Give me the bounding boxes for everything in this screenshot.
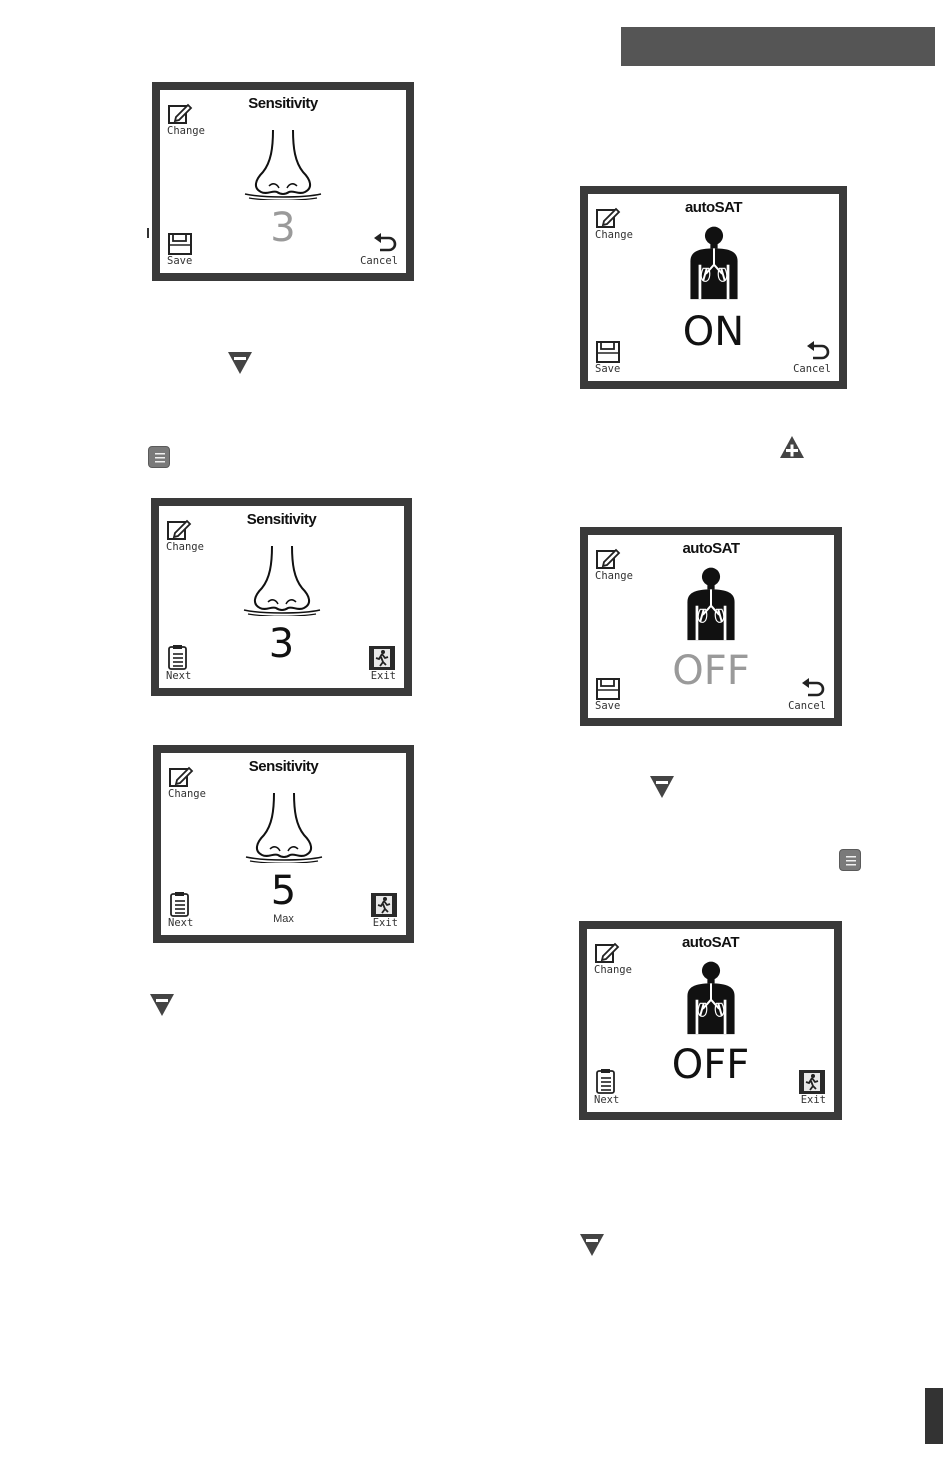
- change-label: Change: [595, 571, 633, 582]
- up-triangle-plus-icon: [778, 434, 806, 462]
- lungs-person-icon: [682, 959, 740, 1035]
- edit-pencil-icon: [594, 941, 620, 965]
- autosat-value: OFF: [587, 1045, 834, 1085]
- next-label: Next: [166, 671, 191, 682]
- edit-pencil-icon: [595, 547, 621, 571]
- change-button[interactable]: Change: [168, 765, 206, 800]
- menu-button-icon: [148, 446, 170, 468]
- next-button[interactable]: Next: [168, 892, 193, 929]
- undo-arrow-icon: [800, 677, 826, 701]
- cancel-button[interactable]: Cancel: [360, 232, 398, 267]
- exit-button[interactable]: Exit: [368, 645, 396, 682]
- lungs-person-icon: [685, 224, 743, 300]
- change-button[interactable]: Change: [167, 102, 205, 137]
- exit-door-icon: [798, 1069, 826, 1095]
- change-button[interactable]: Change: [166, 518, 204, 553]
- next-button[interactable]: Next: [594, 1069, 619, 1106]
- exit-door-icon: [368, 645, 396, 671]
- cancel-label: Cancel: [793, 364, 831, 375]
- save-button[interactable]: Save: [167, 232, 193, 267]
- clipboard-icon: [168, 892, 192, 918]
- undo-arrow-icon: [372, 232, 398, 256]
- page-edge-tab: [925, 1388, 943, 1444]
- next-label: Next: [594, 1095, 619, 1106]
- autosat-on-screen: autoSAT Change ON Save Cancel: [580, 186, 847, 389]
- change-label: Change: [595, 230, 633, 241]
- floppy-disk-icon: [595, 677, 621, 701]
- clipboard-icon: [166, 645, 190, 671]
- exit-door-icon: [370, 892, 398, 918]
- cancel-button[interactable]: Cancel: [793, 340, 831, 375]
- cancel-label: Cancel: [788, 701, 826, 712]
- nose-icon: [242, 544, 322, 616]
- autosat-off-view-screen: autoSAT Change OFF Next Exit: [579, 921, 842, 1120]
- clipboard-icon: [594, 1069, 618, 1095]
- down-triangle-icon: [148, 990, 176, 1018]
- sensitivity-view-screen: Sensitivity Change 3 Next Exit: [151, 498, 412, 696]
- exit-button[interactable]: Exit: [370, 892, 398, 929]
- cancel-button[interactable]: Cancel: [788, 677, 826, 712]
- section-header-bar: [621, 27, 935, 66]
- exit-label: Exit: [371, 671, 396, 682]
- change-label: Change: [594, 965, 632, 976]
- nose-icon: [243, 128, 323, 200]
- cancel-label: Cancel: [360, 256, 398, 267]
- lungs-person-icon: [682, 565, 740, 641]
- next-button[interactable]: Next: [166, 645, 191, 682]
- edit-pencil-icon: [168, 765, 194, 789]
- sensitivity-edit-screen: Sensitivity Change 3 Save Cancel: [152, 82, 414, 281]
- change-button[interactable]: Change: [594, 941, 632, 976]
- next-label: Next: [168, 918, 193, 929]
- autosat-off-edit-screen: autoSAT Change OFF Save Cancel: [580, 527, 842, 726]
- change-button[interactable]: Change: [595, 547, 633, 582]
- exit-label: Exit: [373, 918, 398, 929]
- save-button[interactable]: Save: [595, 340, 621, 375]
- save-label: Save: [595, 364, 620, 375]
- change-label: Change: [166, 542, 204, 553]
- save-button[interactable]: Save: [595, 677, 621, 712]
- save-label: Save: [595, 701, 620, 712]
- save-label: Save: [167, 256, 192, 267]
- menu-button-icon: [839, 849, 861, 871]
- exit-button[interactable]: Exit: [798, 1069, 826, 1106]
- edit-pencil-icon: [167, 102, 193, 126]
- undo-arrow-icon: [805, 340, 831, 364]
- floppy-disk-icon: [595, 340, 621, 364]
- margin-mark: [147, 228, 149, 238]
- down-triangle-icon: [648, 772, 676, 800]
- down-triangle-icon: [578, 1230, 606, 1258]
- edit-pencil-icon: [595, 206, 621, 230]
- nose-icon: [244, 791, 324, 863]
- change-label: Change: [168, 789, 206, 800]
- down-triangle-icon: [226, 348, 254, 376]
- change-button[interactable]: Change: [595, 206, 633, 241]
- sensitivity-max-screen: Sensitivity Change 5 Max Next Exit: [153, 745, 414, 943]
- exit-label: Exit: [801, 1095, 826, 1106]
- edit-pencil-icon: [166, 518, 192, 542]
- floppy-disk-icon: [167, 232, 193, 256]
- change-label: Change: [167, 126, 205, 137]
